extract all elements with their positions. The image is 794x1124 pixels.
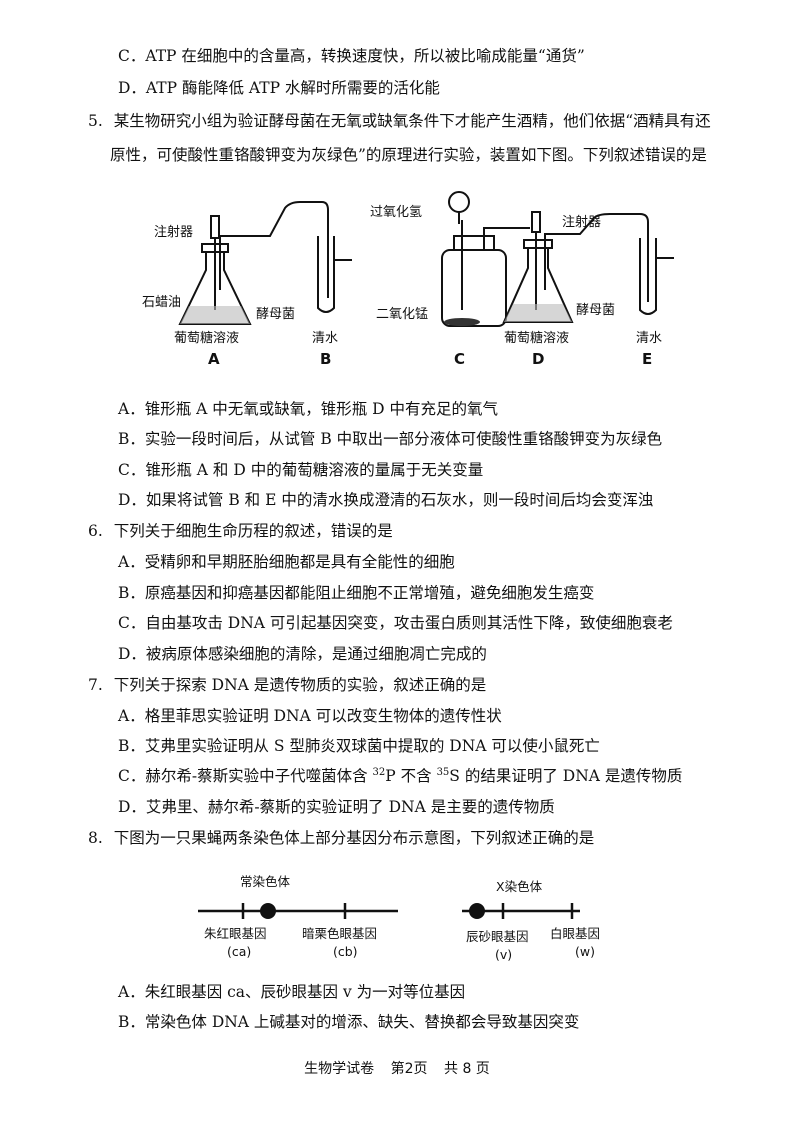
q7-c-sup-32: 32	[372, 766, 386, 778]
q7-number: 7.	[88, 676, 103, 694]
gene-cb-symbol: (cb)	[333, 944, 358, 959]
autosome-centromere	[260, 903, 276, 919]
label-syringe-right: 注射器	[562, 214, 601, 230]
q8-chromosome-figure: 常染色体 X染色体 朱红眼基因 (ca) 暗栗色眼基因 (cb) 辰砂眼基因 (…	[198, 874, 600, 962]
q6-stem-text: 下列关于细胞生命历程的叙述，错误的是	[113, 522, 393, 540]
gene-cb-name: 暗栗色眼基因	[302, 926, 377, 941]
letter-e: E	[642, 350, 652, 368]
q5-option-a: A．锥形瓶 A 中无氧或缺氧，锥形瓶 D 中有充足的氧气	[118, 400, 499, 418]
q7-c-post: S 的结果证明了 DNA 是遗传物质	[449, 767, 683, 785]
q7-stem-text: 下列关于探索 DNA 是遗传物质的实验，叙述正确的是	[113, 676, 487, 694]
letter-d: D	[532, 350, 544, 368]
label-water-right: 清水	[636, 331, 662, 346]
q5-option-c: C．锥形瓶 A 和 D 中的葡萄糖溶液的量属于无关变量	[118, 461, 484, 479]
x-centromere	[469, 903, 485, 919]
label-mno2: 二氧化锰	[376, 307, 428, 322]
q8-stem-text: 下图为一只果蝇两条染色体上部分基因分布示意图，下列叙述正确的是	[113, 829, 595, 847]
q5-option-b: B．实验一段时间后，从试管 B 中取出一部分液体可使酸性重铬酸钾变为灰绿色	[118, 430, 663, 448]
letter-c: C	[454, 350, 465, 368]
footer-page: 第2页	[390, 1061, 428, 1077]
letter-b: B	[320, 350, 331, 368]
label-water-left: 清水	[312, 331, 338, 346]
letter-a: A	[208, 350, 220, 368]
label-glucose-left: 葡萄糖溶液	[174, 330, 239, 346]
q7-c-sup-35: 35	[436, 766, 450, 778]
q5-option-d: D．如果将试管 B 和 E 中的清水换成澄清的石灰水，则一段时间后均会变浑浊	[118, 491, 654, 509]
footer-total: 共 8 页	[444, 1061, 490, 1077]
q5-stem-line2: 原性，可使酸性重铬酸钾变为灰绿色”的原理进行实验，装置如下图。下列叙述错误的是	[110, 146, 707, 164]
q7-option-a: A．格里菲思实验证明 DNA 可以改变生物体的遗传性状	[118, 707, 502, 725]
page-footer: 生物学试卷 第2页 共 8 页	[0, 1058, 794, 1078]
q8-option-b: B．常染色体 DNA 上碱基对的增添、缺失、替换都会导致基因突变	[118, 1013, 580, 1031]
x-chromosome-title: X染色体	[496, 879, 543, 894]
q6-number: 6.	[88, 522, 103, 540]
gene-v-name: 辰砂眼基因	[466, 929, 529, 944]
q7-c-pre: C．赫尔希-蔡斯实验中子代噬菌体含	[118, 767, 373, 785]
q5-number: 5.	[88, 112, 103, 130]
q5-apparatus-figure: 注射器 石蜡油 酵母菌 葡萄糖溶液 清水 过氧化氢 二氧化锰 注射器 酵母菌 葡…	[142, 191, 674, 368]
gene-ca-name: 朱红眼基因	[204, 926, 267, 941]
q6-stem: 6. 下列关于细胞生命历程的叙述，错误的是	[88, 521, 393, 541]
q6-option-d: D．被病原体感染细胞的清除，是通过细胞凋亡完成的	[118, 645, 487, 663]
q8-option-a: A．朱红眼基因 ca、辰砂眼基因 v 为一对等位基因	[118, 983, 466, 1001]
q7-option-d: D．艾弗里、赫尔希-蔡斯的实验证明了 DNA 是主要的遗传物质	[118, 798, 555, 816]
q7-option-c: C．赫尔希-蔡斯实验中子代噬菌体含 32P 不含 35S 的结果证明了 DNA …	[118, 766, 682, 786]
label-yeast-right: 酵母菌	[576, 303, 615, 318]
label-syringe-left: 注射器	[154, 224, 193, 240]
q5-stem-line1: 5. 某生物研究小组为验证酵母菌在无氧或缺氧条件下才能产生酒精，他们依据“酒精具…	[88, 111, 711, 131]
q6-option-a: A．受精卵和早期胚胎细胞都是具有全能性的细胞	[118, 553, 455, 571]
q7-option-b: B．艾弗里实验证明从 S 型肺炎双球菌中提取的 DNA 可以使小鼠死亡	[118, 737, 600, 755]
footer-subject: 生物学试卷	[304, 1061, 375, 1077]
gene-w-symbol: (w)	[575, 944, 595, 959]
gene-ca-symbol: (ca)	[227, 944, 251, 959]
q6-option-b: B．原癌基因和抑癌基因都能阻止细胞不正常增殖，避免细胞发生癌变	[118, 584, 595, 602]
q5-stem-text1: 某生物研究小组为验证酵母菌在无氧或缺氧条件下才能产生酒精，他们依据“酒精具有还	[113, 112, 711, 130]
label-yeast-left: 酵母菌	[256, 307, 295, 322]
label-glucose-right: 葡萄糖溶液	[504, 330, 569, 346]
q7-stem: 7. 下列关于探索 DNA 是遗传物质的实验，叙述正确的是	[88, 675, 486, 695]
label-h2o2: 过氧化氢	[370, 205, 422, 220]
label-paraffin: 石蜡油	[142, 295, 181, 310]
q8-number: 8.	[88, 829, 103, 847]
q6-option-c: C．自由基攻击 DNA 可引起基因突变，攻击蛋白质则其活性下降，致使细胞衰老	[118, 614, 673, 632]
q4-option-c: C．ATP 在细胞中的含量高，转换速度快，所以被比喻成能量“通货”	[118, 47, 585, 65]
q4-option-d: D．ATP 酶能降低 ATP 水解时所需要的活化能	[118, 79, 440, 97]
gene-v-symbol: (v)	[495, 947, 512, 962]
q8-stem: 8. 下图为一只果蝇两条染色体上部分基因分布示意图，下列叙述正确的是	[88, 828, 594, 848]
autosome-title: 常染色体	[240, 874, 291, 889]
gene-w-name: 白眼基因	[550, 926, 600, 941]
q7-c-mid: P 不含	[385, 767, 437, 785]
